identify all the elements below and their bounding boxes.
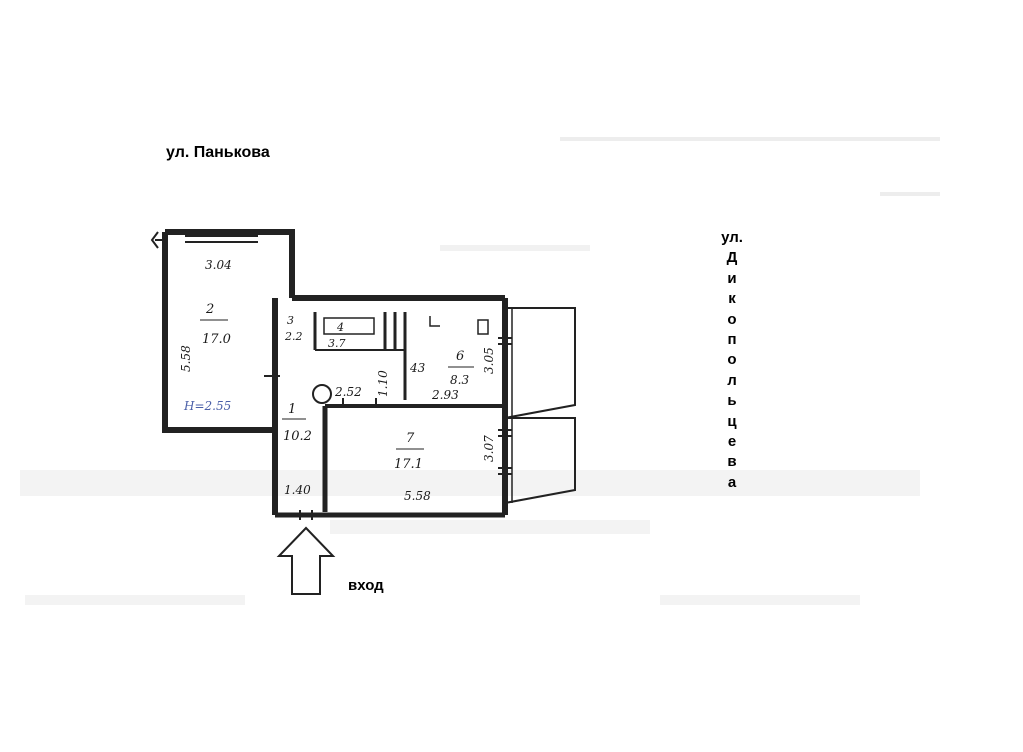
street-right-letter: е: [727, 433, 737, 451]
ceiling-height: H=2.55: [183, 399, 231, 413]
street-right-letter: ь: [727, 392, 737, 410]
street-right-letter: л: [727, 371, 737, 389]
street-right-letter: о: [727, 310, 737, 328]
dim-room6-side: 3.05: [482, 347, 496, 374]
dim-room2-side: 5.58: [179, 345, 193, 372]
room-7-area: 17.1: [394, 457, 423, 472]
riser-circle: [312, 384, 332, 404]
street-right-letter: в: [727, 453, 737, 471]
street-right-letter: ул.: [721, 229, 743, 246]
room-3-number: 3: [287, 314, 294, 327]
street-right-letter: п: [727, 331, 737, 349]
room-3-area: 2.2: [284, 330, 303, 343]
street-right-letter: ц: [727, 412, 737, 430]
room-2-area: 17.0: [202, 332, 231, 347]
street-right-letter: и: [727, 269, 737, 287]
dim-room6-bottom: 2.93: [431, 388, 459, 402]
street-right-letter: а: [727, 473, 737, 491]
dim-bath-small: 43: [409, 361, 426, 375]
dim-room2-top: 3.04: [205, 258, 232, 272]
room-1-area: 10.2: [283, 429, 312, 444]
street-right-letter: Д: [726, 249, 738, 267]
room-1-number: 1: [288, 402, 296, 417]
room-6-area: 8.3: [450, 373, 469, 387]
street-right-letter: о: [727, 351, 737, 369]
street-right-letter: к: [728, 290, 736, 308]
dimension-labels: 3.04 5.58 H=2.55 3.05 2.93 3.07 5.58 1.4…: [179, 258, 496, 503]
room-4-number: 4: [336, 321, 344, 334]
room-6-number: 6: [456, 349, 464, 364]
room-7-number: 7: [406, 431, 415, 446]
dim-corridor-width: 1.10: [376, 370, 390, 397]
entrance-arrow: [276, 526, 336, 595]
walls: [150, 229, 576, 520]
dim-room7-side: 3.07: [482, 435, 496, 462]
dim-room7-bottom: 5.58: [404, 489, 431, 503]
dim-corridor-length: 2.52: [334, 385, 362, 399]
entrance-label: вход: [348, 577, 384, 594]
dim-hall-width: 1.40: [284, 483, 311, 497]
street-label-top: ул. Панькова: [166, 144, 270, 161]
room-labels: 2 17.0 1 10.2 3 2.2 4 3.7 6 8.3 7 17.1: [200, 302, 474, 472]
bleed-through-marks: [20, 137, 940, 605]
room-4-area: 3.7: [328, 337, 346, 350]
room-2-number: 2: [205, 302, 214, 317]
